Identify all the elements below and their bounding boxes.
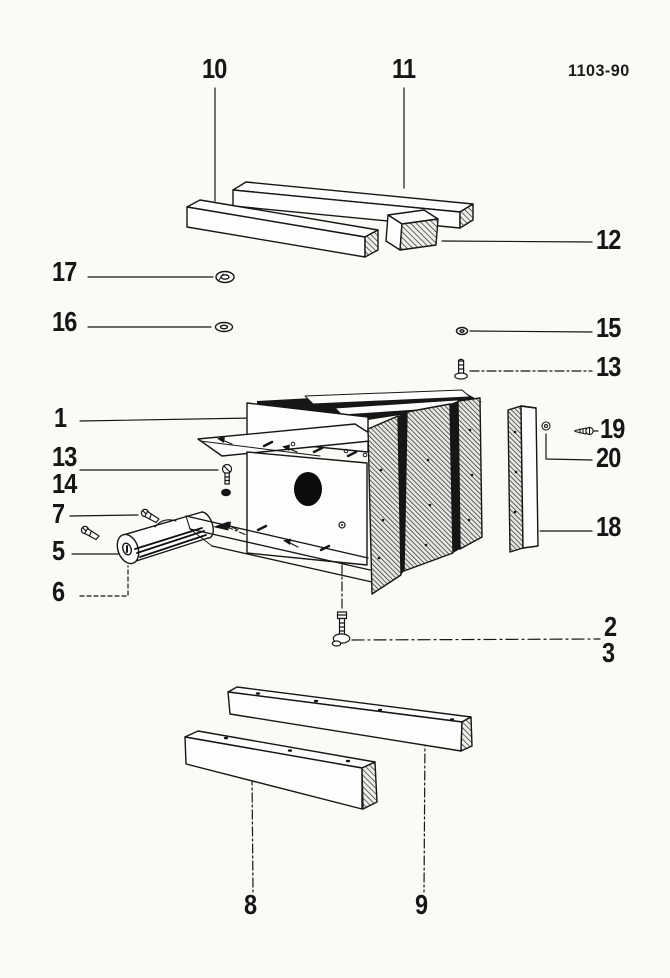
flange-tab-arrows bbox=[217, 436, 298, 453]
callout-7: 7 bbox=[52, 498, 65, 529]
callout-13-top-right: 13 bbox=[596, 351, 621, 382]
callout-19: 19 bbox=[600, 413, 625, 444]
callout-5: 5 bbox=[52, 535, 65, 566]
callout-16: 16 bbox=[52, 306, 77, 337]
drawing-number: 1103-90 bbox=[568, 61, 630, 80]
part-10-bar bbox=[186, 199, 379, 258]
part-14-nut bbox=[221, 488, 231, 497]
callout-8: 8 bbox=[244, 889, 257, 920]
callout-2: 2 bbox=[604, 611, 617, 642]
flange-tab-arrows-bottom bbox=[223, 521, 299, 548]
part-7-screws bbox=[80, 508, 160, 541]
callout-20: 20 bbox=[596, 442, 621, 473]
part-12-block bbox=[385, 209, 439, 251]
callout-15: 15 bbox=[596, 312, 621, 343]
callout-9: 9 bbox=[415, 889, 428, 920]
callout-13-left: 13 bbox=[52, 441, 77, 472]
insulation-panels bbox=[367, 397, 483, 595]
part-5-6-roll bbox=[116, 511, 257, 565]
part-9-bar bbox=[227, 686, 473, 752]
part-13-screw-left bbox=[221, 463, 233, 485]
callout-12: 12 bbox=[596, 224, 621, 255]
part-1-housing bbox=[185, 389, 482, 583]
callout-17: 17 bbox=[52, 256, 77, 287]
callout-3: 3 bbox=[602, 637, 615, 668]
part-19-screw bbox=[574, 426, 594, 436]
part-18-strip bbox=[507, 405, 539, 553]
callout-11: 11 bbox=[392, 53, 416, 84]
callout-14: 14 bbox=[52, 468, 77, 499]
callout-10: 10 bbox=[202, 53, 227, 84]
leader-lines bbox=[69, 87, 601, 893]
callout-18: 18 bbox=[596, 511, 621, 542]
part-17-washer bbox=[215, 270, 235, 284]
callout-1: 1 bbox=[54, 402, 67, 433]
part-13-screw-upper bbox=[454, 358, 468, 380]
part-2-3-bolt bbox=[331, 611, 351, 647]
callout-6: 6 bbox=[52, 576, 65, 607]
entry-hole bbox=[294, 472, 322, 506]
part-15-washer bbox=[455, 326, 469, 336]
part-20-washer bbox=[541, 421, 551, 431]
part-16-washer bbox=[214, 321, 234, 333]
part-8-bar bbox=[184, 730, 378, 810]
